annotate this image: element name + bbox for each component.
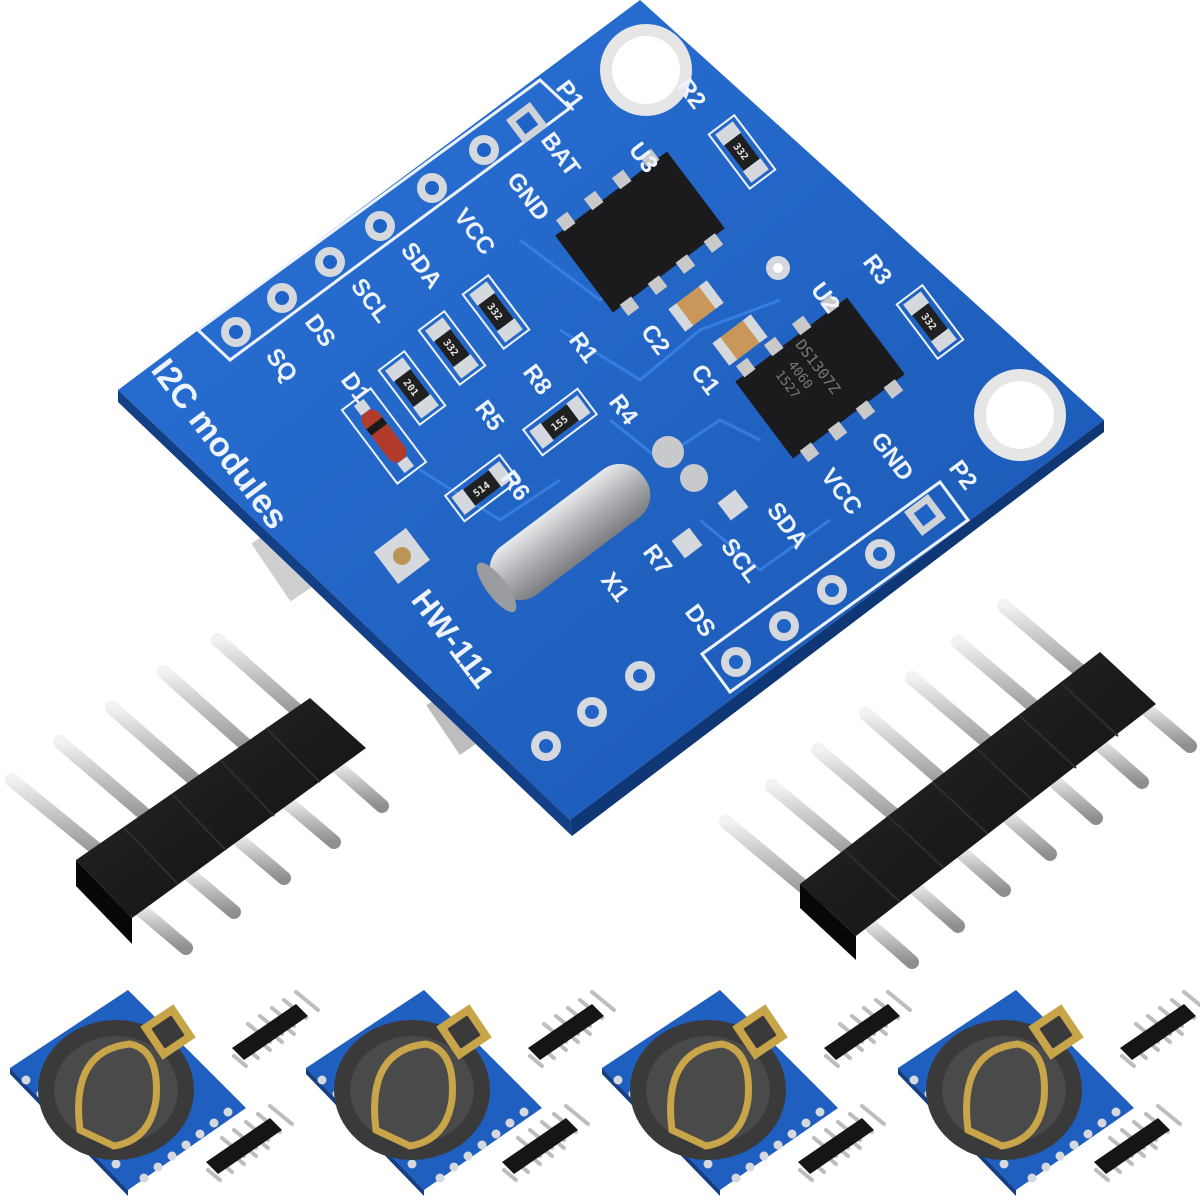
header-pins-long [5,633,315,867]
thumb-pin-header [1120,990,1200,1068]
capacitor-c1 [712,314,768,366]
chip-u3 [555,148,725,317]
crystal-solder-1 [652,436,684,468]
pin-header-7 [719,599,1197,969]
thumbnail-row [10,990,1200,1196]
pcb-edge [118,390,572,836]
thumb-cell-contact [75,1040,160,1150]
crystal-solder-2 [680,464,708,492]
pcb-substrate [118,0,1104,820]
diode-d1 [340,387,428,485]
capacitor-c2 [668,280,724,332]
thumbnail-module [306,990,542,1196]
header-plastic [76,698,366,944]
pin-header-5 [5,633,389,955]
rtc-module-board: P1 BAT GND VCC SDA SCL DS SQ I2C modules… [118,0,1104,836]
bottom-header-pads [531,493,947,761]
thumb-pin-header [502,1104,590,1182]
top-header-pads [221,101,549,347]
thumb-pin-header [232,990,320,1068]
pad-small-1 [717,489,749,521]
resistor-r8-pair: 332 [461,273,531,351]
pcb-edge-right [570,420,1104,836]
thumb-pin-header [528,990,616,1068]
resistor-r3: 332 [895,283,965,361]
thumb-pin-header [1094,1104,1182,1182]
crystal-x1 [476,463,651,613]
thumb-cell-contact [371,1040,456,1150]
bottom-header-outline [699,479,971,695]
resistor-r5: 201 [377,349,447,427]
thumb-pin-header [206,1104,294,1182]
resistor-r4: 155 [521,387,599,457]
pad-small-2 [671,527,703,559]
resistor-r2: 332 [707,113,777,191]
top-header-outline [195,78,573,362]
mounting-hole-right [974,369,1066,461]
thumb-cell-contact [667,1040,752,1150]
header-plastic-right [800,652,1156,960]
thumbnail-module [898,990,1134,1196]
thumb-pin-header [824,990,912,1068]
thumbnail-module [10,990,246,1196]
thumb-cell-contact [963,1040,1048,1150]
mounting-hole-top [600,24,692,116]
thumbnail-module [602,990,838,1196]
chip-u2: DS1307Z 4060 1527 [735,294,905,463]
resistor-r6: 514 [443,453,521,523]
resistor-r1-pair: 332 [417,309,487,387]
thumb-pin-header [798,1104,886,1182]
